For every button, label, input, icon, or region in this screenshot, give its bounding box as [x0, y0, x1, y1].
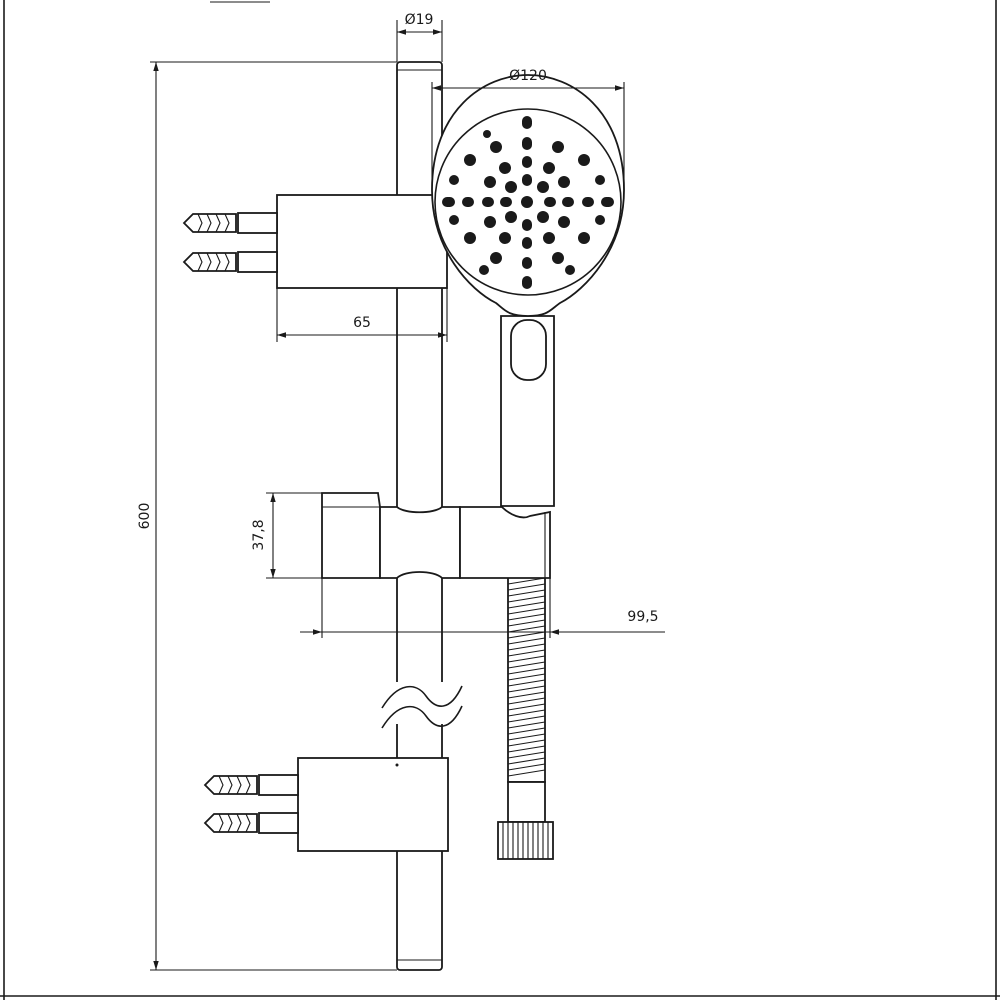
lower-wall-bracket — [258, 757, 449, 852]
dim-head-diameter — [431, 82, 625, 190]
hand-shower — [431, 74, 625, 507]
lower-wall-plug-1 — [203, 775, 258, 795]
dim-slider-projection — [300, 578, 665, 638]
dim-slider-height — [266, 492, 322, 579]
dim-head-diameter-label: Ø120 — [509, 68, 547, 84]
dim-slider-projection-label: 99,5 — [627, 609, 658, 625]
upper-wall-bracket — [237, 194, 448, 289]
shower-hose — [507, 571, 546, 783]
upper-wall-plug-1 — [182, 213, 237, 233]
spray-face — [442, 116, 614, 289]
dim-slider-height-label: 37,8 — [251, 519, 267, 550]
dim-height — [150, 61, 397, 971]
hose-nut — [497, 781, 554, 860]
dim-height-label: 600 — [137, 503, 153, 530]
dim-bracket-depth-label: 65 — [353, 315, 371, 331]
break-symbol — [380, 682, 470, 729]
dim-rail-diameter-label: Ø19 — [405, 12, 434, 28]
dim-bracket-depth — [276, 288, 448, 342]
lower-wall-plug-2 — [203, 813, 258, 833]
slider-holder — [321, 492, 551, 579]
upper-wall-plug-2 — [182, 252, 237, 272]
dim-rail-diameter — [396, 20, 443, 62]
